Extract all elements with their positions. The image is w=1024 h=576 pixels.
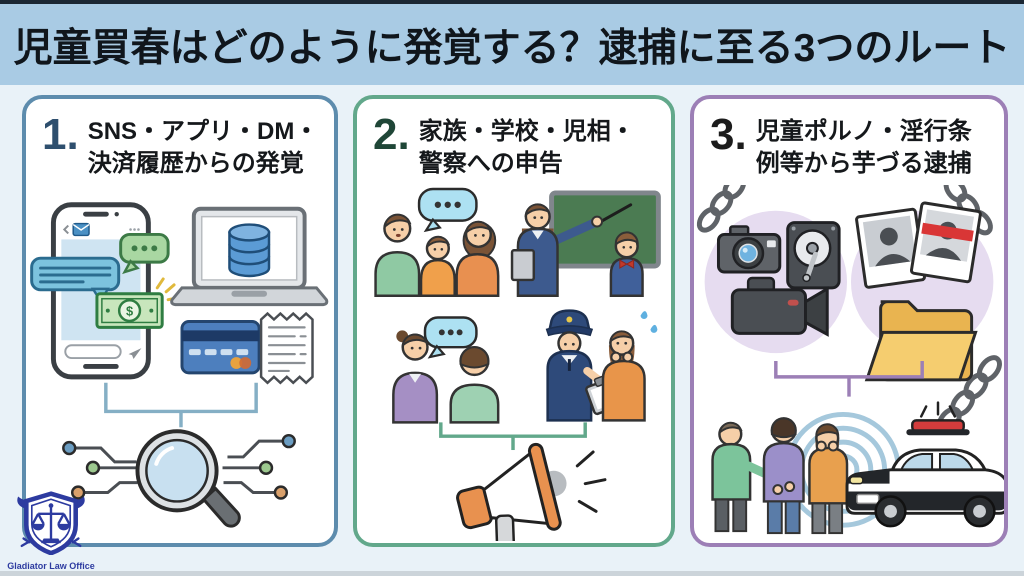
photo-icon: [855, 207, 926, 289]
speech-bubble-dots-icon: [423, 316, 478, 359]
censored-photo-icon: [909, 201, 982, 284]
header-banner: 児童買春はどのように発覚する？逮捕に至る3つのルート: [0, 4, 1024, 85]
panel-report-route: 2. 家族・学校・児相・ 警察への申告: [353, 95, 675, 547]
shield-logo-icon: [17, 491, 85, 556]
panel-3-header: 3. 児童ポルノ・淫行条 例等から芋づる逮捕: [694, 99, 1004, 179]
laptop-icon: [170, 206, 329, 307]
panel-sns-discovery: 1. SNS・アプリ・DM・ 決済履歴からの発覚: [22, 95, 338, 547]
worried-woman-icon: [601, 311, 658, 422]
database-icon: [228, 223, 271, 278]
chat-bubble-green-icon: [119, 232, 170, 275]
bottom-border-strip: [0, 571, 1024, 576]
police-car-icon: [845, 401, 1004, 528]
camera-icon: [716, 225, 782, 274]
panel-2-header: 2. 家族・学校・児相・ 警察への申告: [357, 99, 671, 179]
teacher-blackboard-icon: [510, 190, 661, 297]
video-camera-icon: [730, 276, 829, 337]
panel-3-illustration: [694, 185, 1004, 541]
receipt-icon: [259, 311, 314, 385]
top-border-strip: [0, 0, 1024, 4]
panel-1-illustration: $: [26, 185, 334, 541]
speech-bubble-dots-icon: [417, 187, 478, 233]
page-title: 児童買春はどのように発覚する？逮捕に至る3つのルート: [13, 26, 1011, 70]
panel-1-title: SNS・アプリ・DM・ 決済履歴からの発覚: [87, 118, 319, 177]
connector-bracket: [439, 422, 587, 451]
panel-2-illustration: [357, 185, 671, 541]
magnifier-icon: [135, 429, 241, 528]
connector-bracket: [104, 382, 258, 428]
circuit-icon: [62, 433, 296, 500]
megaphone-icon: [456, 442, 567, 541]
family-icon: [374, 187, 500, 297]
credit-card-icon: [180, 319, 261, 375]
sound-lines-icon: [575, 450, 607, 513]
counselor-icon: [392, 316, 500, 424]
banknote-icon: $: [95, 292, 164, 329]
connector-bracket: [774, 361, 924, 397]
panel-1-number: 1.: [42, 110, 79, 159]
folder-icon: [864, 300, 978, 382]
panel-2-number: 2.: [373, 110, 410, 159]
panel-3-title: 児童ポルノ・淫行条 例等から芋づる逮捕: [755, 118, 972, 177]
hard-drive-icon: [786, 221, 841, 290]
panel-2-title: 家族・学校・児相・ 警察への申告: [418, 118, 635, 177]
logo-text: Gladiator Law Office: [7, 561, 95, 571]
panel-3-number: 3.: [710, 110, 747, 159]
panel-porn-arrest-route: 3. 児童ポルノ・淫行条 例等から芋づる逮捕: [690, 95, 1008, 547]
arrest-icon: [711, 417, 849, 535]
svg-text:$: $: [126, 304, 133, 319]
panel-1-header: 1. SNS・アプリ・DM・ 決済履歴からの発覚: [26, 99, 334, 179]
law-office-logo: Gladiator Law Office: [5, 491, 97, 571]
